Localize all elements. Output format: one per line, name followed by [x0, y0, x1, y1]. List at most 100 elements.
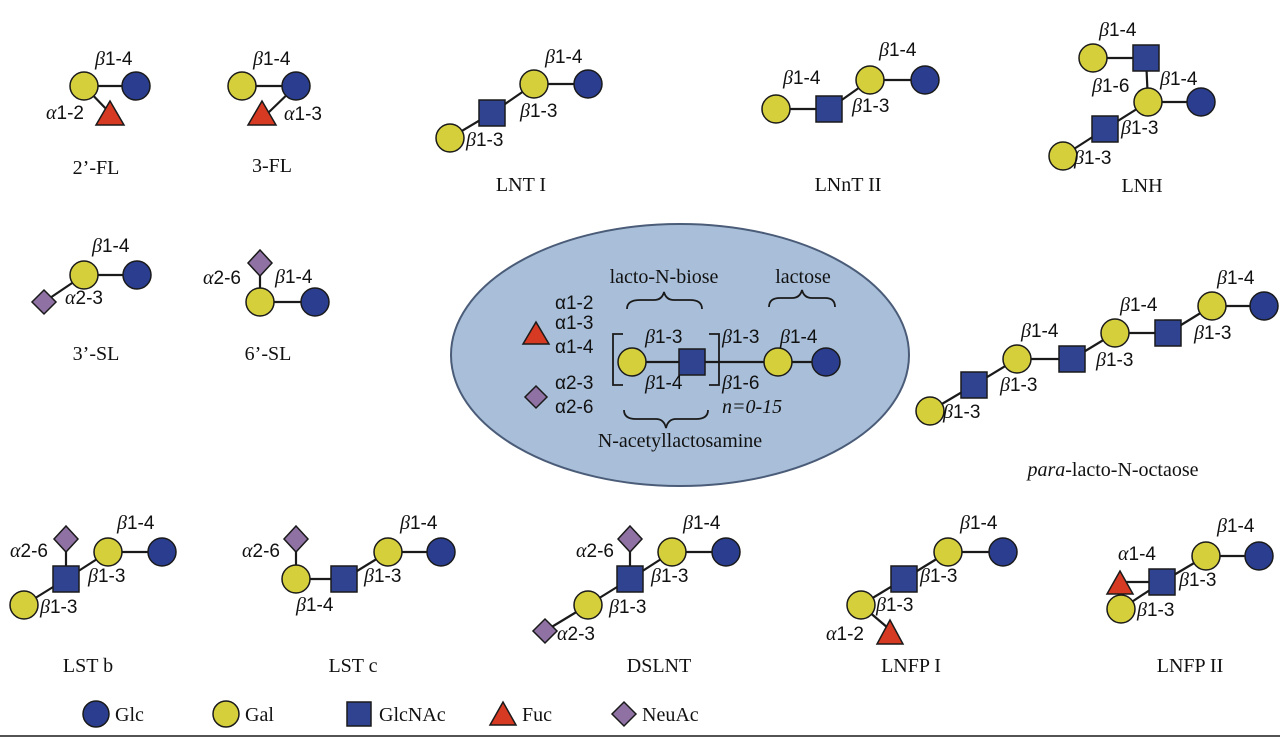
glcnac-icon	[815, 95, 843, 123]
glcnac-icon	[890, 565, 918, 593]
glc-icon	[573, 69, 603, 99]
gal-icon	[1106, 594, 1136, 624]
svg-text:β1-3: β1-3	[942, 401, 980, 423]
svg-text:β1-4: β1-4	[1020, 320, 1059, 342]
structure-lnt-i: β1-4 β1-3 β1-3 LNT I	[435, 46, 603, 196]
gal-icon	[281, 564, 311, 594]
structure-lnnt-ii: β1-4 β1-4 β1-3 LNnT II	[761, 39, 940, 196]
structure-name: DSLNT	[627, 655, 691, 677]
svg-text:β1-3: β1-3	[851, 95, 889, 117]
svg-text:β1-4: β1-4	[116, 512, 155, 534]
glc-icon	[811, 347, 841, 377]
gal-icon	[93, 537, 123, 567]
svg-text:β1-6: β1-6	[721, 372, 759, 394]
svg-text:β1-4: β1-4	[544, 46, 583, 68]
legend-neuac-label: NeuAc	[642, 704, 699, 726]
gal-icon	[69, 260, 99, 290]
structure-name: para-lacto-N-octaose	[1025, 459, 1198, 481]
fuc-link-label: α1-4	[555, 337, 594, 358]
svg-text:β1-3: β1-3	[1073, 147, 1111, 169]
structure-name: LNnT II	[815, 174, 882, 196]
gal-icon	[915, 396, 945, 426]
glc-icon	[147, 537, 177, 567]
glc-icon	[82, 700, 110, 728]
glcnac-icon	[1154, 319, 1182, 347]
gal-icon	[519, 69, 549, 99]
neuac-icon	[610, 700, 638, 728]
svg-text:β1-3: β1-3	[1095, 349, 1133, 371]
glcnac-icon	[346, 701, 372, 727]
fuc-icon	[521, 320, 551, 345]
bottom-brace	[623, 409, 709, 429]
svg-text:β1-3: β1-3	[919, 565, 957, 587]
gal-icon	[855, 65, 885, 95]
gal-icon	[1078, 43, 1108, 73]
neuac-icon	[282, 524, 310, 554]
glc-icon	[121, 71, 151, 101]
structure-name: LNT I	[496, 174, 546, 196]
gal-icon	[763, 347, 793, 377]
glc-icon	[122, 260, 152, 290]
svg-text:β1-3: β1-3	[644, 326, 682, 348]
structure-dslnt: β1-4 α2-6 β1-3 β1-3 α2-3 DSLNT	[531, 512, 741, 677]
gal-icon	[617, 347, 647, 377]
svg-text:α2-6: α2-6	[242, 540, 280, 562]
neuac-icon	[616, 524, 644, 554]
gal-icon	[1197, 291, 1227, 321]
glc-icon	[1249, 291, 1279, 321]
glc-icon	[281, 71, 311, 101]
svg-text:α2-6: α2-6	[203, 267, 241, 289]
svg-text:β1-4: β1-4	[1159, 68, 1198, 90]
structure-lst-c: β1-4 α2-6 β1-3 β1-4 LST c	[242, 512, 456, 677]
svg-text:α2-6: α2-6	[10, 540, 48, 562]
svg-text:β1-4: β1-4	[782, 67, 821, 89]
glc-icon	[300, 287, 330, 317]
svg-text:α1-2: α1-2	[826, 623, 864, 645]
structure-name: LST c	[328, 655, 377, 677]
gal-icon	[657, 537, 687, 567]
svg-text:α1-3: α1-3	[284, 103, 322, 125]
svg-text:β1-4: β1-4	[682, 512, 721, 534]
svg-text:β1-4: β1-4	[91, 235, 130, 257]
svg-text:β1-4: β1-4	[1098, 19, 1137, 41]
gal-icon	[245, 287, 275, 317]
neuac-icon	[52, 524, 80, 554]
gal-icon	[1133, 87, 1163, 117]
lactose-label: lactose	[775, 266, 831, 288]
structure-lnh: β1-4 β1-6 β1-4 β1-3 β1-3 LNH	[1048, 19, 1216, 197]
glc-icon	[711, 537, 741, 567]
svg-text:β1-3: β1-3	[1178, 569, 1216, 591]
structure-3-fl: β1-4 α1-3 3-FL	[227, 48, 322, 177]
svg-text:β1-4: β1-4	[1216, 267, 1255, 289]
structure-lnfp-i: β1-4 β1-3 β1-3 α1-2 LNFP I	[826, 512, 1018, 677]
gal-icon	[573, 590, 603, 620]
svg-text:β1-3: β1-3	[1136, 599, 1174, 621]
neuac-icon	[30, 288, 58, 316]
top-brace-right	[768, 289, 836, 308]
structure-lnfp-ii: β1-4 α1-4 β1-3 β1-3 LNFP II	[1105, 515, 1274, 677]
glcnac-icon	[1091, 115, 1119, 143]
svg-text:β1-3: β1-3	[1193, 322, 1231, 344]
gal-icon	[933, 537, 963, 567]
gal-icon	[69, 71, 99, 101]
gal-icon	[1048, 141, 1078, 171]
right-square-bracket	[709, 333, 720, 386]
structure-lst-b: β1-4 α2-6 β1-3 β1-3 LST b	[9, 512, 177, 677]
fuc-icon	[94, 99, 126, 126]
svg-text:β1-4: β1-4	[252, 48, 291, 70]
glc-icon	[988, 537, 1018, 567]
legend-gal-label: Gal	[245, 704, 274, 726]
fuc-link-label: α1-3	[555, 313, 593, 334]
svg-text:β1-3: β1-3	[1120, 117, 1158, 139]
glcnac-icon	[678, 348, 706, 376]
svg-text:β1-4: β1-4	[1119, 294, 1158, 316]
structure-3-sl: β1-4 α2-3 3’-SL	[30, 235, 152, 365]
gal-icon	[1002, 344, 1032, 374]
left-square-bracket	[612, 333, 623, 386]
svg-text:β1-4: β1-4	[878, 39, 917, 61]
structure-name: LST b	[63, 655, 113, 677]
glcnac-icon	[52, 565, 80, 593]
structure-name: 3’-SL	[73, 343, 120, 365]
structure-name: 3-FL	[252, 155, 292, 177]
gal-icon	[1191, 541, 1221, 571]
